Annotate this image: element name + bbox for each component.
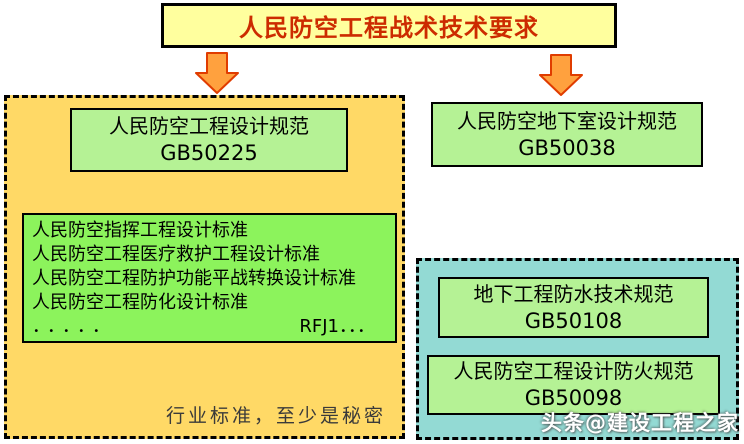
national-standards-panel: 人民防空工程设计规范 GB50225 人民防空指挥工程设计标准 人民防空工程医疗… <box>4 95 405 439</box>
secrecy-footnote: 行业标准，至少是秘密 <box>165 405 386 427</box>
title-box: 人民防空工程战术技术要求 <box>161 3 617 48</box>
rfj-note: RFJ1．．． <box>299 316 375 337</box>
basement-code-box-gb50038: 人民防空地下室设计规范 GB50038 <box>431 102 703 167</box>
code-box-number: GB50038 <box>518 135 616 160</box>
fire-code-box-gb50098: 人民防空工程设计防火规范 GB50098 <box>427 355 720 415</box>
industry-standards-list-box: 人民防空指挥工程设计标准 人民防空工程医疗救护工程设计标准 人民防空工程防护功能… <box>22 213 397 343</box>
page-title: 人民防空工程战术技术要求 <box>239 14 539 42</box>
code-box-number: GB50108 <box>524 308 623 333</box>
waterproof-code-box-gb50108: 地下工程防水技术规范 GB50108 <box>438 277 709 338</box>
code-box-name: 人民防空工程设计规范 <box>109 114 309 138</box>
ellipsis-dots: ．．．．． <box>32 316 116 337</box>
code-box-name: 人民防空地下室设计规范 <box>457 108 677 133</box>
down-arrow-icon <box>195 52 239 94</box>
standard-item: 人民防空指挥工程设计标准 <box>32 220 248 241</box>
related-codes-panel: 地下工程防水技术规范 GB50108 人民防空工程设计防火规范 GB50098 <box>416 258 739 440</box>
code-box-number: GB50098 <box>524 386 623 410</box>
code-box-name: 人民防空工程设计防火规范 <box>453 359 694 383</box>
standard-item: 人民防空工程医疗救护工程设计标准 <box>32 244 320 265</box>
standard-item: 人民防空工程防护功能平战转换设计标准 <box>32 268 356 289</box>
down-arrow-icon <box>539 54 583 96</box>
code-box-number: GB50225 <box>160 141 258 165</box>
standard-ellipsis-row: ．．．．． RFJ1．．． <box>32 315 387 339</box>
watermark-text: 头条@建设工程之家 <box>541 411 739 435</box>
standard-item: 人民防空工程防化设计标准 <box>32 292 248 313</box>
code-box-name: 地下工程防水技术规范 <box>473 281 674 306</box>
design-code-box-gb50225: 人民防空工程设计规范 GB50225 <box>70 108 348 172</box>
